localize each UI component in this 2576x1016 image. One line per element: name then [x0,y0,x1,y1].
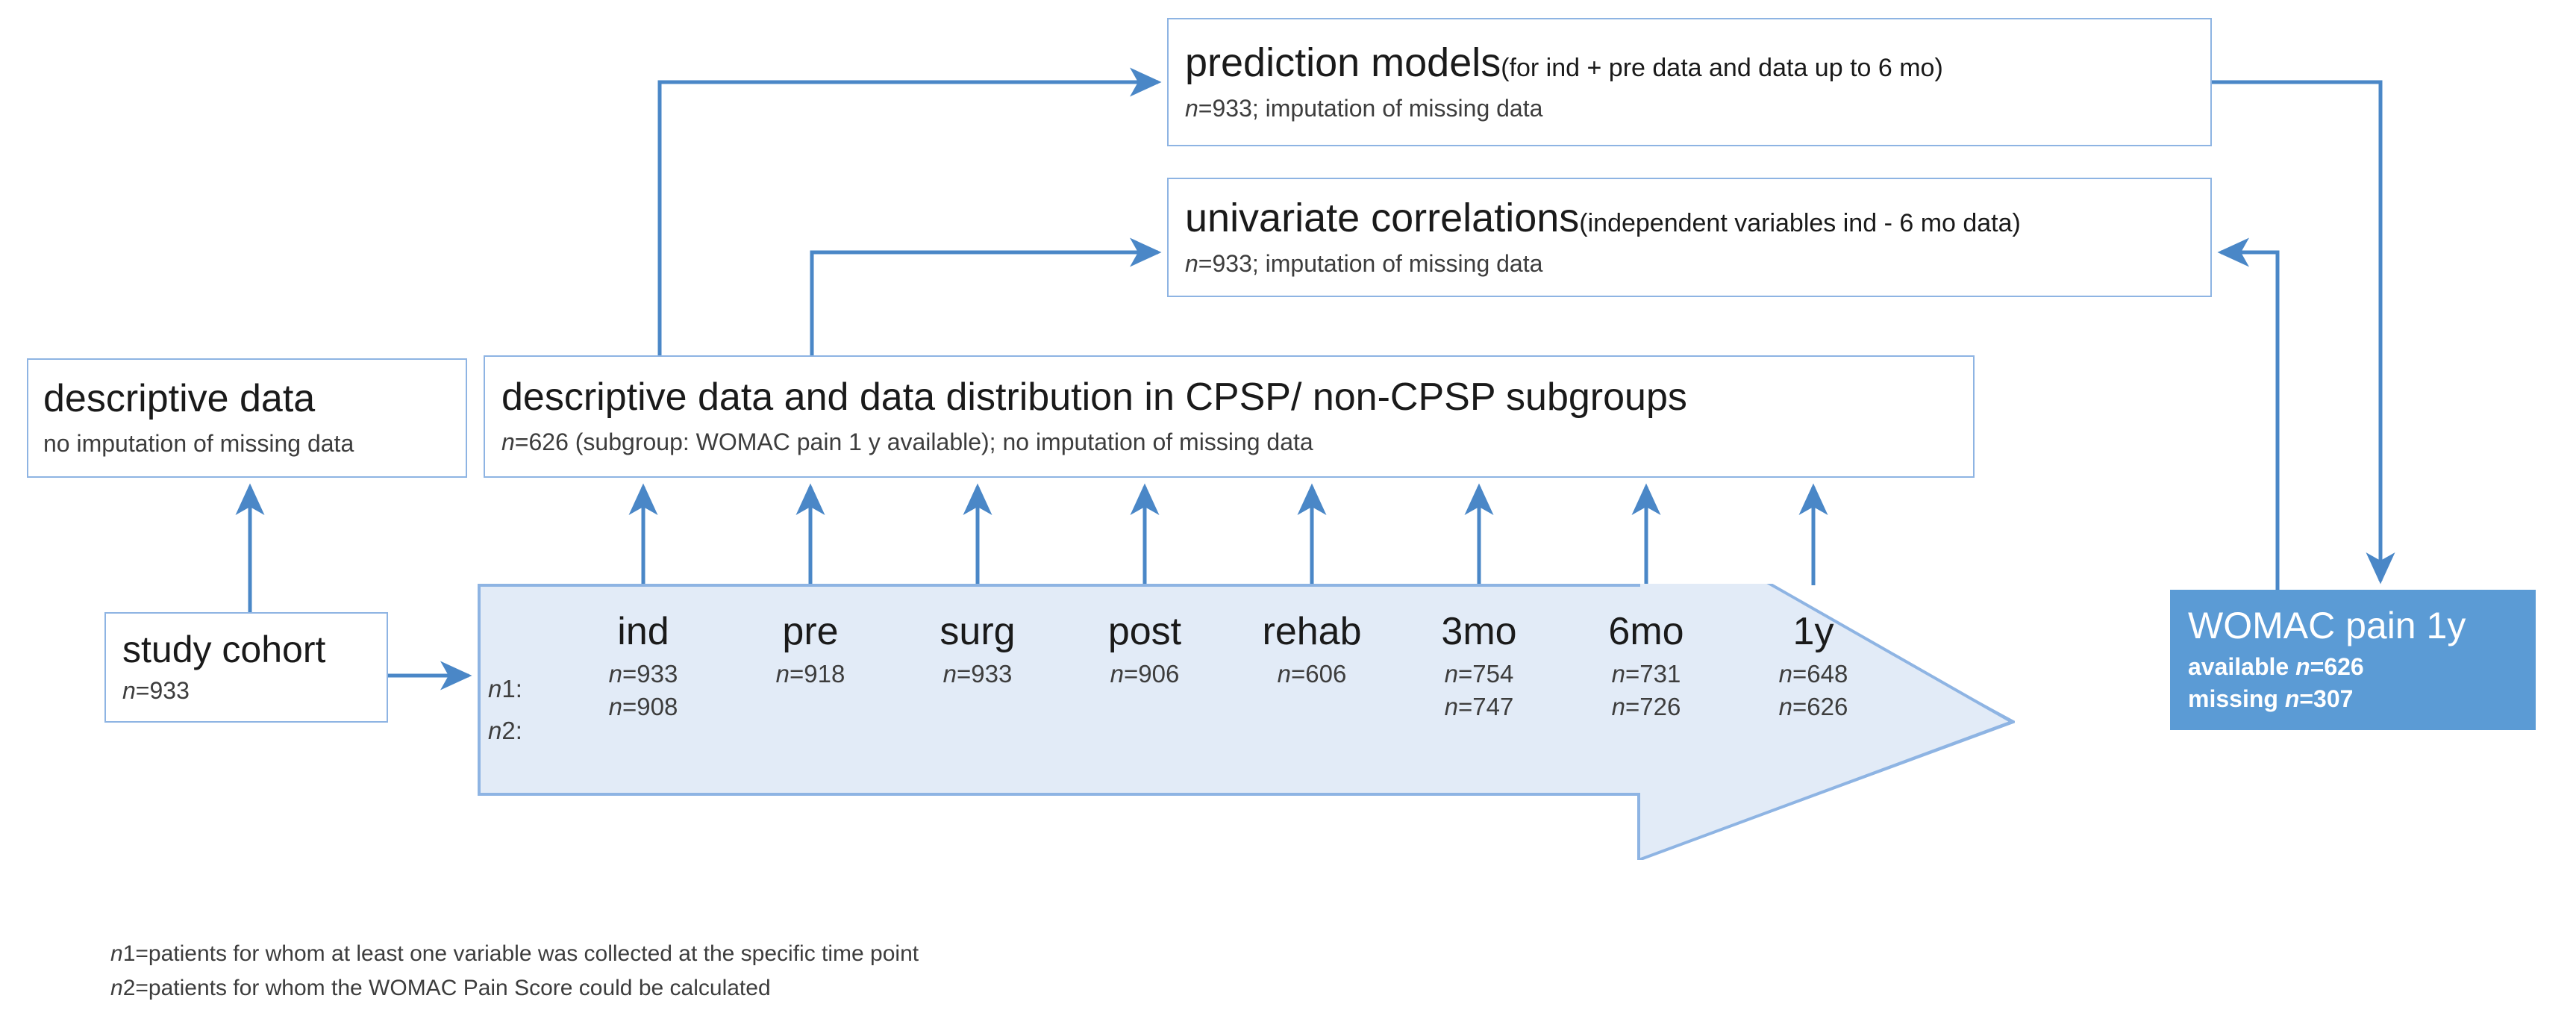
timepoint-1y: 1y n=648 n=626 [1739,612,1888,723]
connector-descbig-to-univariate [810,237,1162,355]
prediction-models-box: prediction models(for ind + pre data and… [1167,18,2212,146]
womac-available-label: available [2188,653,2296,680]
descriptive-data-distribution-title: descriptive data and data distribution i… [501,375,1687,420]
footnotes: n1=patients for whom at least one variab… [110,937,1230,1005]
study-cohort-title: study cohort [122,629,326,671]
study-cohort-subtitle: n=933 [122,677,370,705]
study-cohort-sub-rest: =933 [135,676,190,704]
connector-prediction-to-womac [2212,80,2395,585]
timepoint-n1: n=918 [775,660,845,688]
descriptive-data-title-line: descriptive data [43,378,451,420]
timepoint-3mo: 3mo n=754 n=747 [1404,612,1554,723]
timepoint-n1: n=933 [608,660,678,688]
prediction-models-title-line: prediction models(for ind + pre data and… [1185,42,2194,84]
n-italic: n [110,941,123,966]
timeline-row-label-n1: n1: [488,675,522,702]
timepoint-ind: ind n=933 n=908 [569,612,718,723]
womac-pain-title: WOMAC pain 1y [2188,605,2466,646]
n-italic: n [1185,249,1198,277]
univariate-correlations-title-line: univariate correlations(independent vari… [1185,197,2194,240]
descriptive-data-subtitle: no imputation of missing data [43,429,354,457]
timepoint-n2: n=726 [1611,693,1681,721]
n-italic: n [1185,94,1198,122]
womac-available-line: available n=626 [2188,653,2518,681]
study-cohort-title-line: study cohort [122,630,370,670]
connector-womac-to-univariate [2217,237,2280,590]
univariate-correlations-paren: (independent variables ind - 6 mo data) [1579,209,2021,238]
timepoint-6mo: 6mo n=731 n=726 [1572,612,1721,723]
timeline-labels: n1: n2: ind n=933 n=908 pre n=918 surg n… [478,584,2015,860]
univariate-correlations-subtitle: n=933; imputation of missing data [1185,250,2194,278]
timepoint-label: post [1107,610,1182,653]
descriptive-data-distribution-box: descriptive data and data distribution i… [484,355,1975,478]
timepoint-n1: n=754 [1444,660,1514,688]
timepoint-label: 1y [1792,610,1834,653]
footnote-n1: n1=patients for whom at least one variab… [110,941,919,966]
timepoint-label: surg [940,610,1016,653]
prediction-models-sub-rest: =933; imputation of missing data [1198,94,1543,122]
womac-available-value: =626 [2310,653,2364,680]
timepoint-n1: n=648 [1778,660,1848,688]
timepoint-post: post n=906 [1070,612,1219,691]
n-italic: n [2295,653,2310,680]
prediction-models-title: prediction models [1185,40,1501,86]
descriptive-data-box: descriptive data no imputation of missin… [27,358,467,478]
n-italic: n [2284,685,2300,712]
timepoint-surg: surg n=933 [903,612,1052,691]
n-italic: n [110,975,123,1000]
univariate-correlations-box: univariate correlations(independent vari… [1167,178,2212,297]
timepoint-n1: n=933 [942,660,1013,688]
connector-descbig-to-prediction [657,67,1162,355]
timepoint-n1: n=906 [1110,660,1180,688]
descriptive-data-distribution-subtitle: n=626 (subgroup: WOMAC pain 1 y availabl… [501,428,1957,456]
timepoint-label: pre [782,610,839,653]
timepoint-n2: n=908 [608,693,678,721]
timepoint-rehab: rehab n=606 [1237,612,1387,691]
timepoint-n2: n=626 [1778,693,1848,721]
footnote-n2: n2=patients for whom the WOMAC Pain Scor… [110,975,771,1000]
timepoint-n1: n=606 [1277,660,1347,688]
prediction-models-paren: (for ind + pre data and data up to 6 mo) [1501,54,1943,83]
womac-missing-line: missing n=307 [2188,685,2518,713]
univariate-correlations-sub-rest: =933; imputation of missing data [1198,249,1543,277]
prediction-models-subtitle: n=933; imputation of missing data [1185,95,2194,122]
womac-pain-1y-box: WOMAC pain 1y available n=626 missing n=… [2170,590,2536,730]
womac-missing-value: =307 [2299,685,2354,712]
timepoint-n1: n=731 [1611,660,1681,688]
study-cohort-box: study cohort n=933 [104,612,388,723]
timeline-arrow-outline [478,584,2015,860]
descriptive-data-distribution-title-line: descriptive data and data distribution i… [501,377,1957,418]
timepoint-label: 6mo [1608,610,1684,653]
n-italic: n [501,428,515,455]
timeline-row-label-n2: n2: [488,717,522,744]
n-italic: n [122,676,136,704]
timepoint-pre: pre n=918 [736,612,885,691]
timepoint-n2: n=747 [1444,693,1514,721]
descriptive-data-title: descriptive data [43,377,316,421]
timepoint-label: ind [617,610,669,653]
timepoint-label: 3mo [1441,610,1517,653]
univariate-correlations-title: univariate correlations [1185,196,1580,241]
descriptive-data-distribution-sub-rest: =626 (subgroup: WOMAC pain 1 y available… [514,428,1313,455]
timepoint-label: rehab [1262,610,1362,653]
womac-missing-label: missing [2188,685,2285,712]
